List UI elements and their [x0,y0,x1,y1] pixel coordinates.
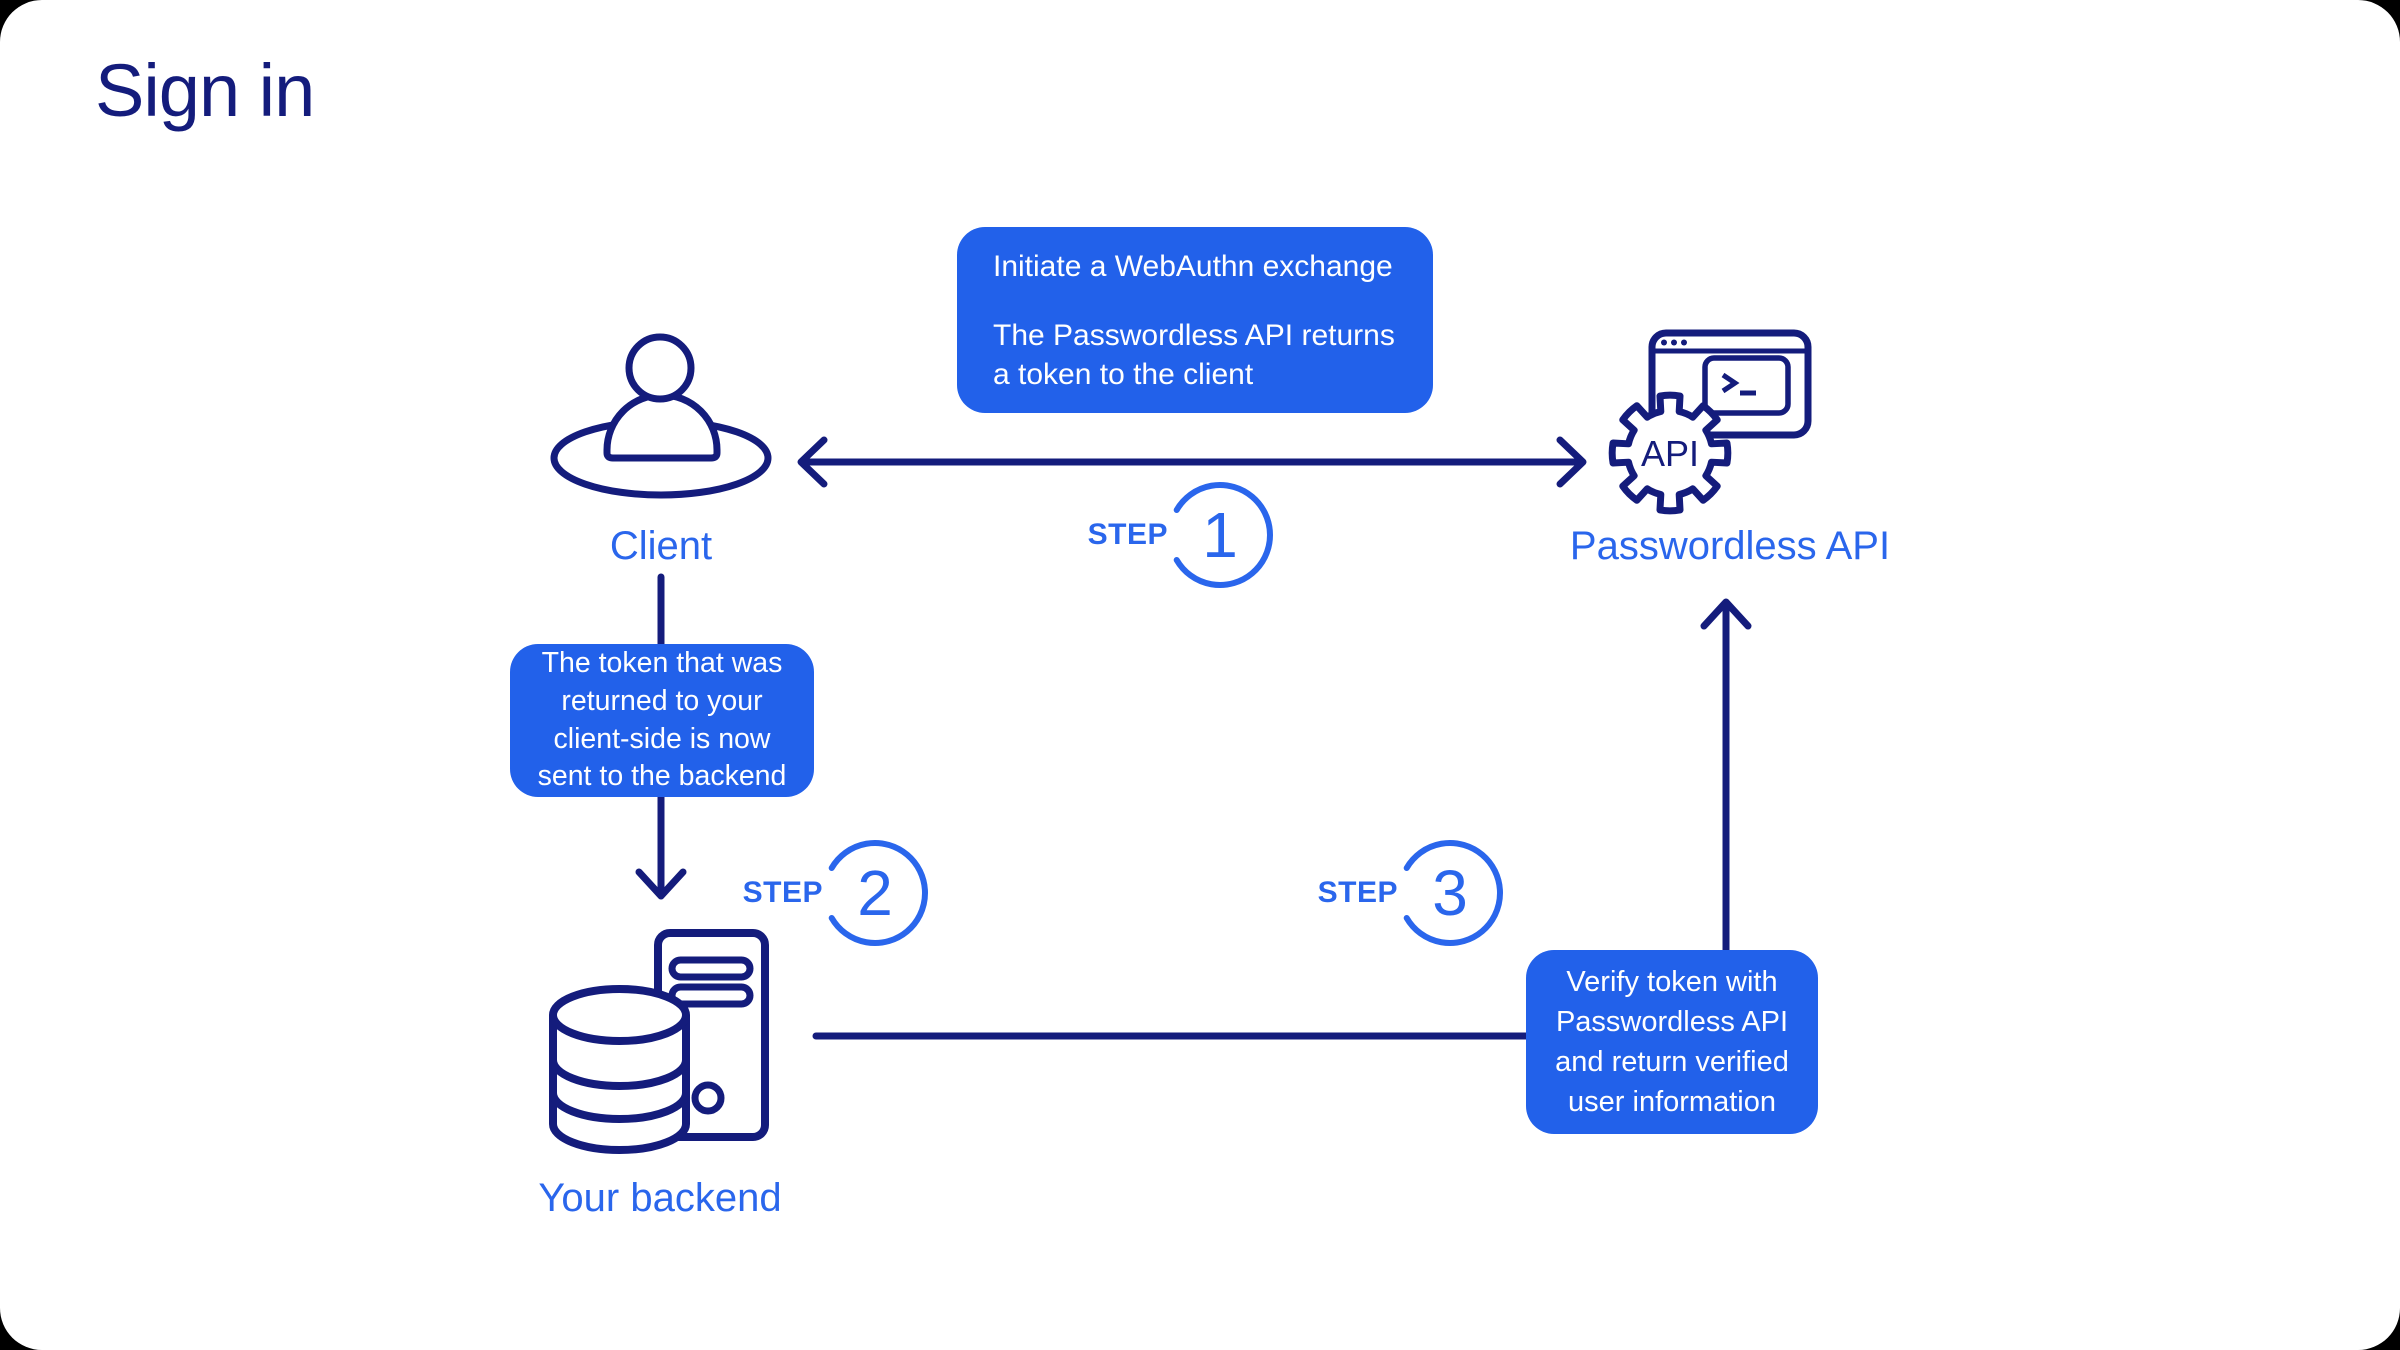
step-3-number: 3 [1432,857,1468,929]
callout-step1: Initiate a WebAuthn exchange The Passwor… [957,227,1433,413]
passwordless-api-label: Passwordless API [1569,524,1891,568]
step-1-word: STEP [1087,518,1168,551]
gear-terminal-window-icon: API [1608,329,1812,515]
backend-label: Your backend [538,1176,782,1220]
server-database-icon [549,929,769,1154]
step-1-badge: STEP 1 [1076,479,1276,591]
callout-step2: The token that was returned to your clie… [510,644,814,797]
database-icon [549,985,690,1154]
terminal-prompt-icon [1702,355,1791,416]
api-gear-icon [1608,391,1732,515]
step-1-number: 1 [1202,499,1238,571]
step-2-badge: STEP 2 [731,837,931,949]
step-2-number: 2 [857,857,893,929]
page-title: Sign in [95,49,315,132]
callout-step2-text: The token that was returned to your clie… [537,646,787,793]
client-label: Client [609,524,713,568]
step-1-circle: 1 [1173,482,1273,588]
callout-step3-text: Verify token with Passwordless API and r… [1555,965,1789,1119]
browser-window-icon [1648,329,1812,439]
callout-step3: Verify token with Passwordless API and r… [1526,950,1818,1134]
arrow-client-api [797,436,1587,488]
callout-step1-paragraph: Initiate a WebAuthn exchange [993,249,1393,283]
callout-step1-paragraph: The Passwordless API returns a token to … [993,318,1395,391]
step-2-word: STEP [742,876,823,909]
step-3-word: STEP [1317,876,1398,909]
person-icon [550,333,772,499]
gear-label: API [1641,433,1699,474]
step-2-circle: 2 [828,840,928,946]
step-3-badge: STEP 3 [1306,837,1506,949]
step-3-circle: 3 [1403,840,1503,946]
